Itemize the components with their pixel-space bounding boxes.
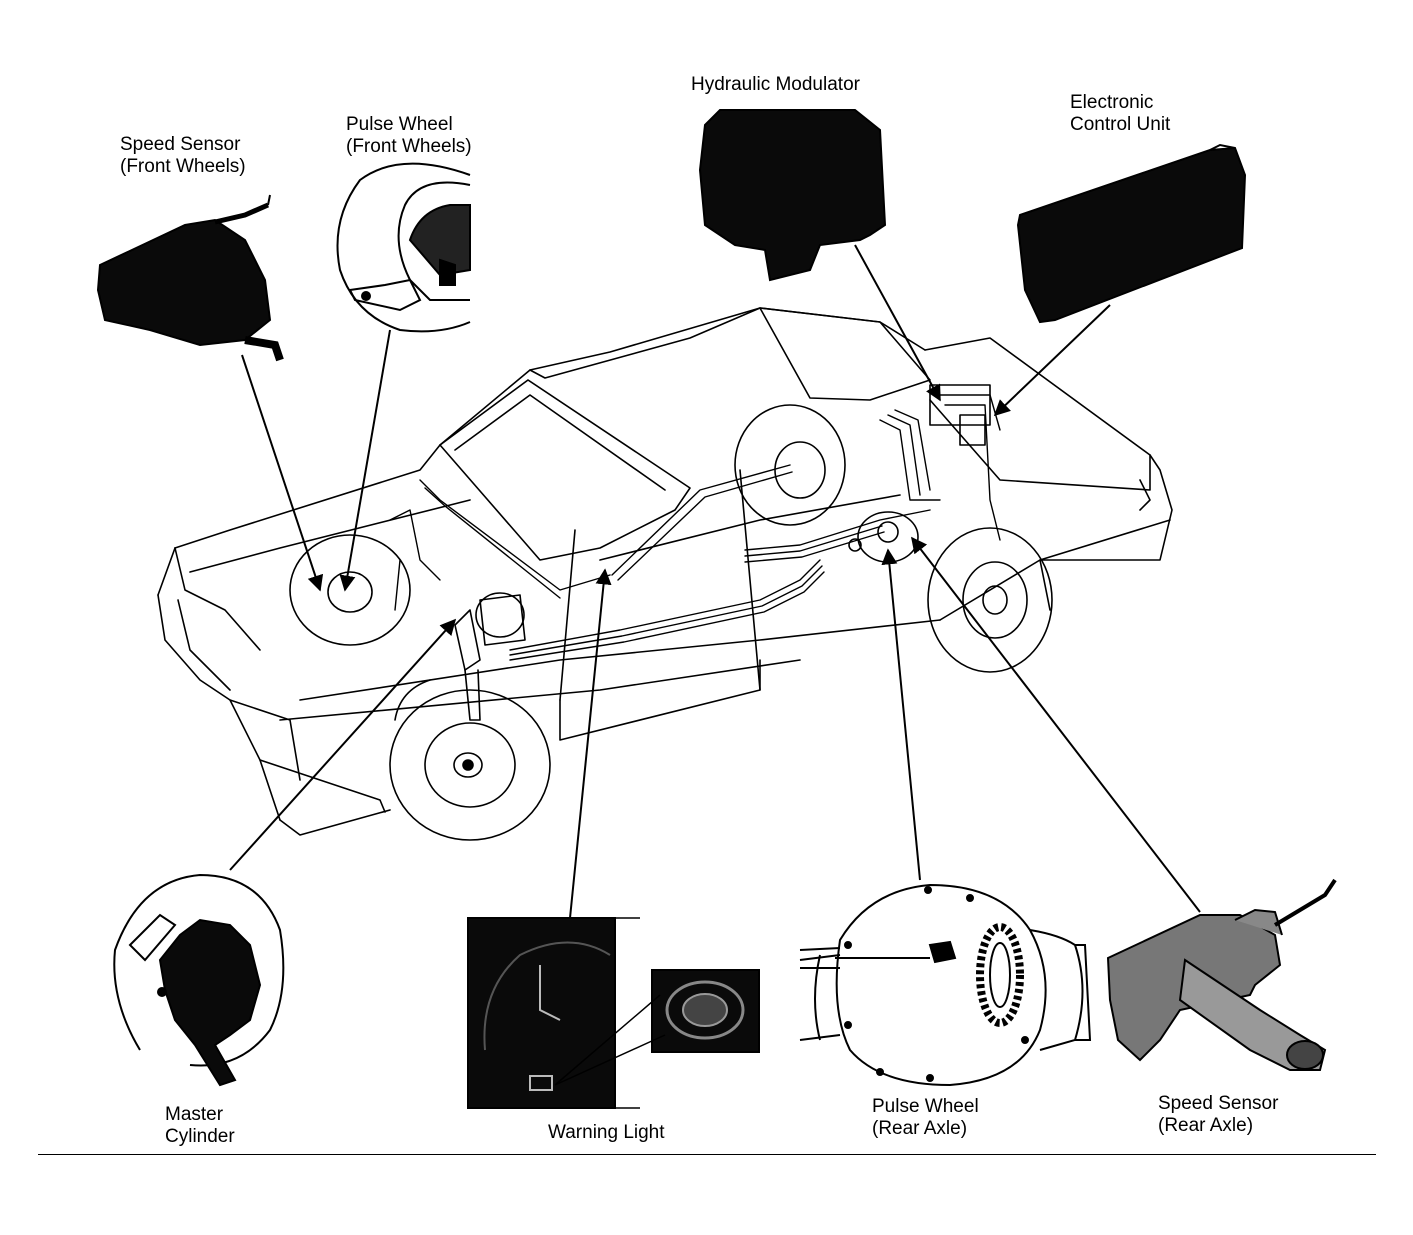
master-cylinder-on-car bbox=[454, 592, 526, 721]
label-warning-light: Warning Light bbox=[548, 1122, 665, 1144]
label-speed-sensor-front-line2: (Front Wheels) bbox=[120, 156, 246, 177]
label-ecu-line2: Control Unit bbox=[1070, 114, 1171, 135]
label-pulse-wheel-rear-line1: Pulse Wheel bbox=[872, 1096, 979, 1117]
label-ecu-line1: Electronic bbox=[1070, 92, 1154, 113]
speed-sensor-front-illustration bbox=[96, 194, 284, 362]
arrow-pulse-wheel-front bbox=[339, 329, 391, 592]
master-cylinder-illustration bbox=[113, 873, 285, 1087]
arrow-electronic-control-unit bbox=[993, 304, 1111, 417]
label-speed-sensor-front-line1: Speed Sensor bbox=[120, 134, 241, 155]
wheels bbox=[289, 404, 1053, 841]
brake-lines bbox=[389, 394, 1001, 661]
label-speed-sensor-rear: Speed Sensor (Rear Axle) bbox=[1158, 1093, 1278, 1137]
arrow-hydraulic-modulator bbox=[854, 244, 941, 402]
hydraulic-modulator-illustration bbox=[698, 109, 887, 282]
label-pulse-wheel-rear-line2: (Rear Axle) bbox=[872, 1118, 968, 1139]
leader-arrows bbox=[229, 244, 1201, 919]
bottom-rule bbox=[38, 1154, 1376, 1155]
label-warning-light-line1: Warning Light bbox=[548, 1122, 665, 1143]
label-hydraulic-modulator-line1: Hydraulic Modulator bbox=[691, 74, 860, 95]
label-master-cylinder-line2: Cylinder bbox=[165, 1126, 235, 1147]
arrow-pulse-wheel-rear bbox=[881, 548, 921, 881]
label-speed-sensor-rear-line1: Speed Sensor bbox=[1158, 1093, 1279, 1114]
arrow-master-cylinder bbox=[229, 618, 457, 871]
label-pulse-wheel-front-line2: (Front Wheels) bbox=[346, 136, 472, 157]
arrow-warning-light bbox=[569, 568, 612, 919]
label-pulse-wheel-rear: Pulse Wheel (Rear Axle) bbox=[872, 1096, 979, 1140]
label-speed-sensor-front: Speed Sensor (Front Wheels) bbox=[120, 134, 246, 178]
speed-sensor-rear-illustration bbox=[1106, 878, 1337, 1071]
pulse-wheel-rear-illustration bbox=[799, 883, 1092, 1087]
label-pulse-wheel-front: Pulse Wheel (Front Wheels) bbox=[346, 114, 472, 158]
car-body bbox=[157, 307, 1173, 836]
arrow-speed-sensor-front bbox=[241, 354, 324, 592]
warning-light-illustration bbox=[467, 917, 760, 1109]
pulse-wheel-front-illustration bbox=[336, 162, 471, 333]
electronic-control-unit-illustration bbox=[1016, 143, 1247, 324]
modulator-on-car bbox=[929, 384, 991, 446]
label-speed-sensor-rear-line2: (Rear Axle) bbox=[1158, 1115, 1254, 1136]
label-master-cylinder-line1: Master bbox=[165, 1104, 224, 1125]
arrow-speed-sensor-rear bbox=[911, 536, 1201, 913]
label-hydraulic-modulator: Hydraulic Modulator bbox=[691, 74, 860, 96]
label-master-cylinder: Master Cylinder bbox=[165, 1104, 235, 1148]
label-pulse-wheel-front-line1: Pulse Wheel bbox=[346, 114, 453, 135]
label-electronic-control-unit: Electronic Control Unit bbox=[1070, 92, 1170, 136]
